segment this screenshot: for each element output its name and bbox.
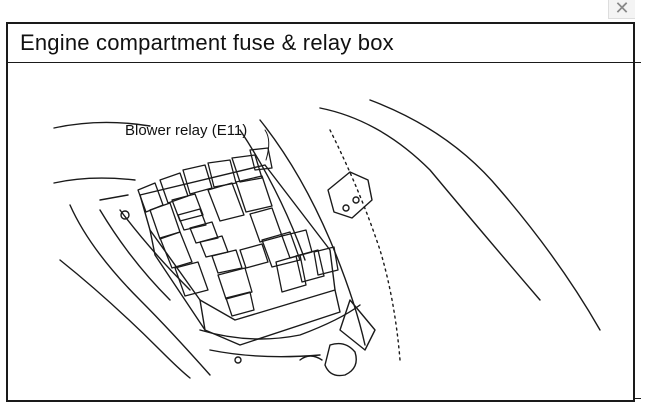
close-icon: ✕	[614, 0, 630, 18]
frame-tick	[635, 62, 641, 63]
blower-relay-callout: Blower relay (E11)	[125, 122, 248, 139]
frame-tick	[635, 398, 641, 399]
close-button[interactable]: ✕	[608, 0, 635, 19]
title-bar: Engine compartment fuse & relay box	[8, 24, 633, 63]
diagram-frame: Engine compartment fuse & relay box	[6, 22, 635, 402]
page-title: Engine compartment fuse & relay box	[20, 30, 394, 55]
